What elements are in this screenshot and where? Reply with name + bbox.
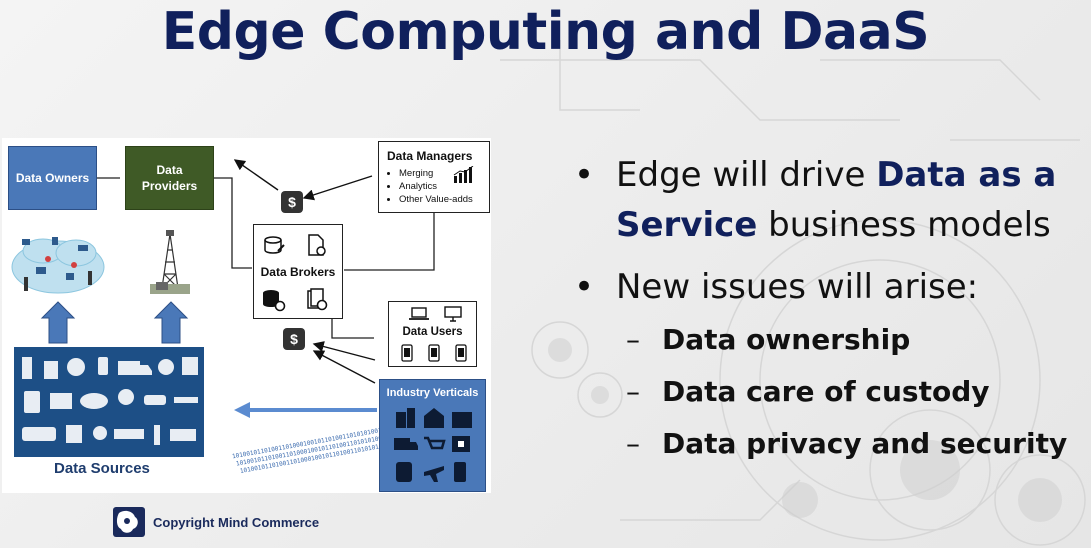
building-icon: [407, 408, 415, 428]
car-icon: [144, 395, 166, 405]
building-icon: [396, 412, 406, 428]
bullet-list: • Edge will drive Data as a Service busi…: [570, 150, 1070, 470]
data-providers-box: Data Providers: [125, 146, 214, 210]
tablet-icon: [24, 391, 40, 413]
bullet-2-text: New issues will arise:: [616, 267, 979, 307]
data-sources-label: Data Sources: [54, 460, 150, 477]
manager-item: Analytics: [399, 180, 483, 193]
data-providers-label: Data Providers: [141, 163, 198, 193]
phone-icon: [98, 357, 108, 375]
data-managers-title: Data Managers: [387, 149, 473, 163]
cloud-icon: [80, 393, 108, 409]
bullet-2: • New issues will arise:: [570, 262, 1070, 312]
data-users-label: Data Users: [402, 326, 463, 338]
monitor-icon: [444, 306, 462, 322]
sub-bullet-text: Data care of custody: [662, 375, 990, 408]
documents-settings-icon: [307, 288, 328, 311]
sub-bullet-2: – Data care of custody: [570, 366, 1070, 418]
camera-icon: [158, 359, 174, 375]
sub-bullet-text: Data ownership: [662, 323, 911, 356]
wrench-icon: [154, 425, 160, 445]
bullet-1-text-post: business models: [757, 205, 1051, 245]
train-icon: [22, 427, 56, 441]
manager-item: Other Value-adds: [399, 193, 483, 206]
bullet-dot: •: [574, 155, 595, 195]
data-users-box: Data Users: [388, 301, 477, 367]
data-owners-box: Data Owners: [8, 146, 97, 210]
lightbulb-icon: [93, 426, 107, 440]
gear-icon: [118, 389, 134, 405]
sub-bullet-3: – Data privacy and security: [570, 418, 1070, 470]
ship-icon: [114, 429, 144, 439]
bullet-1-highlight-1: Data as a: [876, 155, 1057, 195]
dollar-icon: $: [281, 191, 303, 213]
cart-icon: [424, 436, 446, 450]
bar-chart-icon: [453, 166, 474, 183]
monitor-icon: [50, 393, 72, 409]
slide-title: Edge Computing and DaaS: [161, 2, 930, 62]
data-managers-list: Merging Analytics Other Value-adds: [387, 167, 483, 206]
bullet-1: • Edge will drive Data as a Service busi…: [570, 150, 1070, 250]
dollar-icon: $: [283, 328, 305, 350]
truck-icon: [118, 361, 152, 375]
tools-icon: [170, 429, 196, 441]
bullet-dot: •: [574, 267, 595, 307]
database-edit-icon: [264, 236, 285, 254]
factory-icon: [44, 361, 58, 379]
building-icon: [22, 357, 32, 379]
data-brokers-label: Data Brokers: [260, 265, 336, 279]
copyright-text: Copyright Mind Commerce: [153, 514, 320, 530]
shop-icon: [424, 408, 444, 428]
document-settings-icon: [308, 234, 326, 256]
smartphone-icon: [428, 344, 440, 362]
smartphone-icon: [401, 344, 413, 362]
globe-icon: [67, 358, 85, 376]
network-cloud-illustration: [11, 237, 105, 294]
laptop-icon: [409, 307, 429, 320]
diagram-panel: 1010010110100110100010010110100110101010…: [2, 138, 491, 493]
dollar-sign: $: [288, 194, 296, 210]
store-icon: [452, 412, 472, 428]
dash-marker: –: [626, 375, 640, 408]
bullet-1-highlight-2: Service: [616, 205, 758, 245]
data-sources-infographic: [14, 347, 204, 457]
airplane-icon: [424, 466, 444, 482]
manager-item: Merging: [399, 167, 483, 180]
dash-marker: –: [626, 427, 640, 460]
bullet-1-text-pre: Edge will drive: [616, 155, 877, 195]
sub-bullet-1: – Data ownership: [570, 314, 1070, 366]
sub-bullet-text: Data privacy and security: [662, 427, 1068, 460]
industry-verticals-label: Industry Verticals: [386, 387, 479, 399]
fuel-icon: [454, 462, 466, 482]
industry-verticals-box: Industry Verticals: [379, 379, 486, 492]
chart-icon: [182, 357, 198, 375]
truck-icon: [394, 438, 418, 450]
database-settings-icon: [263, 290, 286, 312]
data-brokers-box: Data Brokers: [253, 224, 343, 319]
train-icon: [396, 462, 412, 482]
copyright: Copyright Mind Commerce: [113, 507, 319, 537]
industry-icons-grid: [394, 408, 472, 482]
plane-icon: [174, 397, 198, 403]
smartphone-icon: [455, 344, 467, 362]
mind-commerce-logo-icon: [113, 507, 145, 537]
dollar-sign: $: [290, 331, 298, 347]
cell-tower-illustration: [150, 230, 190, 294]
house-icon: [66, 425, 82, 443]
dash-marker: –: [626, 323, 640, 356]
data-owners-label: Data Owners: [15, 171, 90, 185]
data-managers-box: Data Managers Merging Analytics Other Va…: [378, 141, 490, 213]
